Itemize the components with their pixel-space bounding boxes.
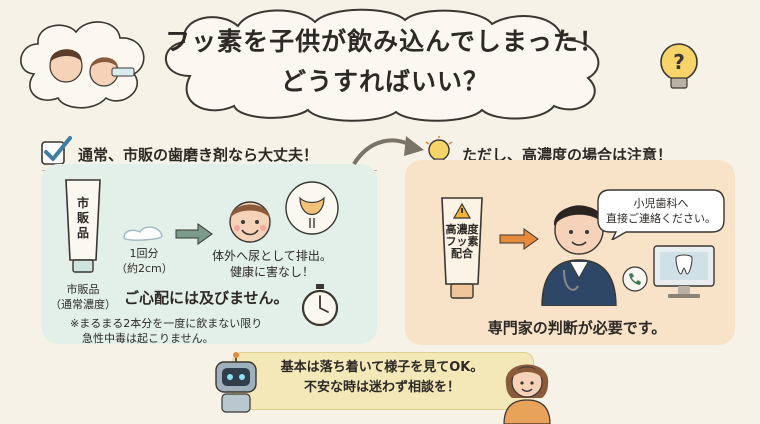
dentist-illustration xyxy=(541,205,617,306)
bottom-banner xyxy=(232,352,534,410)
title-line-1: フッ素を子供が飲み込んでしまった！ xyxy=(165,27,605,56)
bottom-message: 基本は落ち着いて様子を見てOK。 不安な時は迷わず相談を！ xyxy=(232,358,532,398)
arrow-right-orange-icon xyxy=(499,228,539,250)
effect-line-1: 体外へ尿として排出。 xyxy=(212,249,332,263)
amount-line-1: 1回分 xyxy=(129,247,159,260)
tube-caption-line-2: （通常濃度） xyxy=(50,298,116,311)
speech-bubble xyxy=(597,189,725,240)
note-line-1: ※まるまる2本分を一度に飲まない限り xyxy=(70,317,263,330)
stopwatch-icon xyxy=(301,284,339,327)
tube-caption-line-1: 市販品 xyxy=(66,283,100,296)
monitor-tooth-icon xyxy=(653,245,715,298)
note-line-2: 急性中毒は起こりません。 xyxy=(82,332,214,345)
note-text: ※まるまる2本分を一度に飲まない限り 急性中毒は起こりません。 xyxy=(70,316,262,346)
amount-label: 1回分 （約2cm） xyxy=(116,246,173,276)
smiling-child-icon xyxy=(229,201,271,243)
question-mark: ? xyxy=(673,50,685,74)
high-tube-label: 高濃度フッ素配合 xyxy=(445,223,479,260)
title-line-2: どうすればいい？ xyxy=(280,67,489,96)
speech-line-2: 直接ご連絡ください。 xyxy=(606,212,716,225)
conclusion-text: 専門家の判断が必要です。 xyxy=(487,319,667,337)
lightbulb-question-icon: ? xyxy=(660,43,698,89)
title-cloud xyxy=(165,8,600,122)
bladder-icon xyxy=(285,181,339,235)
woman-icon xyxy=(503,364,551,424)
robot-icon xyxy=(215,352,257,413)
curved-arrow-icon xyxy=(352,136,424,166)
bottom-line-2: 不安な時は迷わず相談を！ xyxy=(303,380,460,395)
effect-line-2: 健康に害なし！ xyxy=(229,265,314,279)
high-concentration-tube-icon xyxy=(441,197,483,299)
toothpaste-blob-icon xyxy=(123,226,163,241)
left-header: 通常、市販の歯磨き剤なら大丈夫！ xyxy=(78,146,319,164)
page-title: フッ素を子供が飲み込んでしまった！ どうすればいい？ xyxy=(150,22,620,102)
speech-text: 小児歯科へ 直接ご連絡ください。 xyxy=(598,196,724,226)
effect-text: 体外へ尿として排出。 健康に害なし！ xyxy=(212,248,332,280)
bottom-line-1: 基本は落ち着いて様子を見てOK。 xyxy=(280,360,484,375)
speech-line-1: 小児歯科へ xyxy=(633,197,689,210)
amount-line-2: （約2cm） xyxy=(116,262,173,275)
arrow-right-icon xyxy=(175,223,213,245)
reassure-text: ご心配には及びません。 xyxy=(124,289,289,307)
normal-toothpaste-tube-icon xyxy=(65,179,101,273)
phone-icon xyxy=(622,266,648,292)
normal-tube-label: 市販品 xyxy=(76,196,89,240)
worried-parent-child-illustration xyxy=(20,21,145,109)
checkbox-check-icon xyxy=(41,136,72,165)
normal-tube-caption: 市販品 （通常濃度） xyxy=(48,282,118,312)
right-header: ただし、高濃度の場合は注意！ xyxy=(462,146,673,164)
